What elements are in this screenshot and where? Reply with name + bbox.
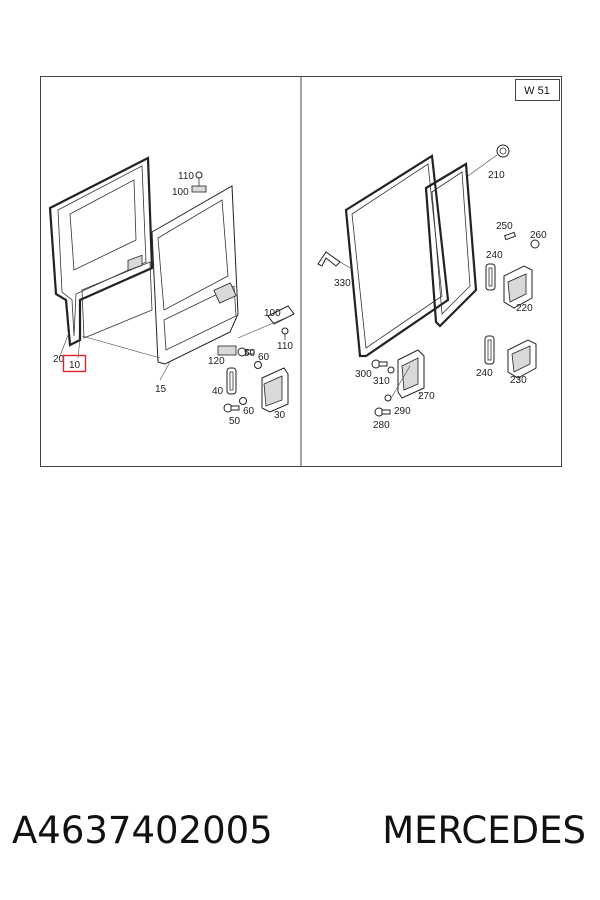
label-250: 250: [496, 221, 513, 232]
rear-door-window: [157, 199, 229, 311]
lead-330: [339, 261, 351, 269]
footer: A4637402005 MERCEDES: [0, 800, 600, 860]
bolt-50-bottom-shank: [230, 405, 240, 411]
hinge-30-plate: [263, 375, 283, 407]
bracket-120-icon: [217, 345, 237, 356]
label-280: 280: [373, 420, 390, 431]
stop-40-slot: [229, 371, 234, 391]
bolt-110-top-icon: [195, 171, 203, 179]
bolt-50-top-shank: [245, 349, 255, 355]
lead-15: [159, 361, 171, 381]
label-60-top: 60: [258, 352, 270, 363]
bolt-300-shank: [378, 361, 388, 367]
bracket-100-top-icon: [191, 185, 207, 193]
label-310: 310: [373, 376, 390, 387]
hinge-270-plate: [401, 357, 419, 391]
lead-hinge-bolts: [389, 365, 411, 401]
parts-diagram: W 51: [40, 76, 562, 467]
door-seal-inner: [57, 165, 147, 337]
lead-link: [81, 335, 161, 359]
label-100-top: 100: [172, 187, 189, 198]
bumper-210-icon: [496, 144, 510, 158]
seal-330-inner: [351, 163, 443, 349]
label-300: 300: [355, 369, 372, 380]
rear-door-panel: [151, 185, 239, 365]
label-270: 270: [418, 391, 435, 402]
label-120: 120: [208, 356, 225, 367]
label-260: 260: [530, 230, 547, 241]
label-100-right: 100: [264, 308, 281, 319]
clip-330-icon: [317, 251, 341, 267]
washer-60-top-icon: [254, 361, 262, 369]
hinge-230-plate: [511, 345, 531, 373]
label-15: 15: [155, 384, 167, 395]
part-number: A4637402005: [12, 808, 273, 852]
door-window-left: [69, 179, 137, 271]
label-220: 220: [516, 303, 533, 314]
label-110-top: 110: [178, 171, 194, 182]
stop-240-upper-icon: [485, 263, 496, 291]
hinge-220-plate: [507, 273, 527, 303]
right-panel: 210 250 260 240 330 220 240 230 300 310 …: [317, 144, 547, 431]
label-290: 290: [394, 406, 411, 417]
label-240-upper: 240: [486, 250, 503, 261]
brand-name: MERCEDES: [382, 808, 586, 852]
left-panel: 110 100 20 10 15 100 110 50 60 120 40 60…: [48, 156, 295, 427]
label-110-right: 110: [277, 341, 293, 352]
lead-20: [59, 329, 71, 357]
label-20: 20: [53, 354, 65, 365]
label-240-lower: 240: [476, 368, 493, 379]
left-door-lower-panel: [81, 261, 153, 339]
bracket-100-right-icon: [267, 305, 295, 325]
seal-330-outer: [344, 154, 450, 358]
label-50-bottom: 50: [229, 416, 241, 427]
label-10[interactable]: 10: [69, 360, 81, 371]
lead-10: [77, 337, 81, 359]
stop-240-upper-slot: [488, 267, 493, 287]
stop-40-icon: [226, 367, 237, 395]
nut-260-icon: [530, 239, 540, 249]
rear-door-handle: [213, 282, 237, 304]
rear-door-lower: [163, 285, 237, 351]
label-60-bottom: 60: [243, 406, 255, 417]
stop-240-lower-slot: [487, 339, 492, 361]
panel-tag-box: [515, 79, 560, 101]
stop-240-lower-icon: [484, 335, 495, 365]
label-40: 40: [212, 386, 224, 397]
seal-right-outer: [424, 162, 478, 328]
washer-290-icon: [384, 394, 392, 402]
bolt-110-right-icon: [281, 327, 289, 335]
washer-310-icon: [387, 366, 395, 374]
label-330: 330: [334, 278, 351, 289]
label-30: 30: [274, 410, 286, 421]
bolt-280-shank: [381, 409, 391, 415]
lead-210: [467, 154, 498, 177]
label-50-top: 50: [244, 348, 256, 359]
lead-100-right: [237, 315, 291, 339]
door-seal-outer: [48, 156, 154, 347]
seal-right-inner: [431, 171, 471, 315]
bumper-210-inner: [499, 147, 507, 155]
label-210: 210: [488, 170, 505, 181]
panel-tag: W 51: [524, 85, 550, 97]
label-230: 230: [510, 375, 527, 386]
bolt-250-icon: [503, 231, 517, 241]
washer-60-bottom-icon: [239, 397, 247, 405]
highlight-box-10[interactable]: [62, 354, 87, 373]
